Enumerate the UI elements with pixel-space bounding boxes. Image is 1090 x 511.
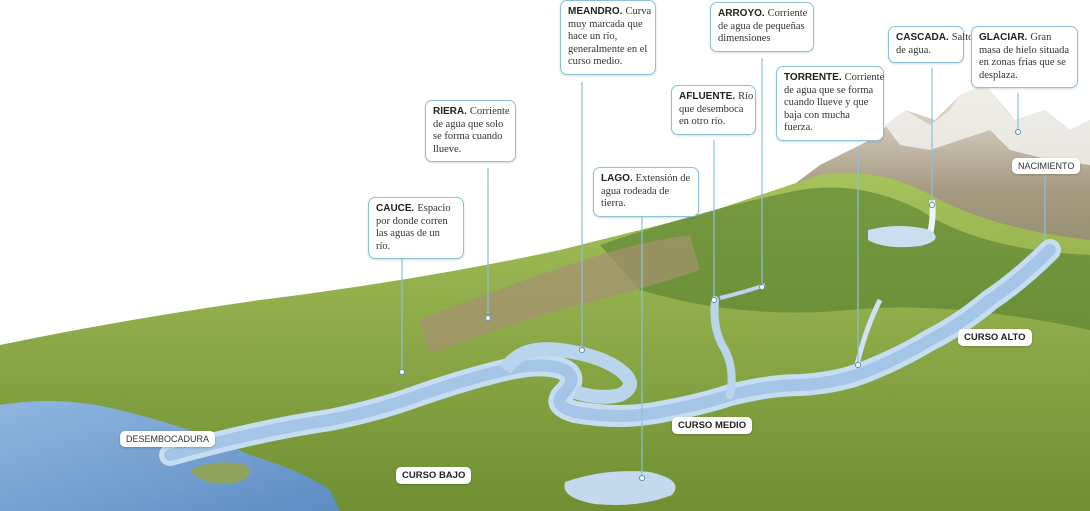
leader-dots <box>399 129 1021 481</box>
callout-text: Corriente de agua que solo se forma cuan… <box>433 106 510 155</box>
callout-text: Extensión de agua rodeada de tierra. <box>601 173 691 209</box>
callout-text: Gran masa de hielo situada en zonas fría… <box>979 32 1070 81</box>
callout-text: Curva muy marcada que hace un río, gener… <box>568 6 652 67</box>
callout-arroyo: ARROYO.Corriente de agua de pequeñas dim… <box>710 2 814 52</box>
callout-torrente: TORRENTE.Corriente de agua que se forma … <box>776 66 884 141</box>
callout-glaciar: GLACIAR.Gran masa de hielo situada en zo… <box>971 26 1078 88</box>
callout-text: Río que desemboca en otro río. <box>679 91 754 127</box>
callout-term: RIERA. <box>433 106 467 117</box>
label-desembocadura: DESEMBOCADURA <box>120 431 216 447</box>
callout-text: Corriente de agua de pequeñas dimensione… <box>718 8 808 44</box>
label-curso-alto: CURSO ALTO <box>958 329 1032 346</box>
callout-term: LAGO. <box>601 173 633 184</box>
callout-afluente: AFLUENTE.Río que desemboca en otro río. <box>671 85 756 135</box>
tributary <box>710 296 736 399</box>
callout-meandro: MEANDRO.Curva muy marcada que hace un rí… <box>560 0 656 75</box>
forest-hill <box>600 187 1090 330</box>
mountain-lake <box>868 226 936 248</box>
callout-lago: LAGO.Extensión de agua rodeada de tierra… <box>593 167 699 217</box>
callout-text: Espacio por donde corren las aguas de un… <box>376 203 451 252</box>
callout-text: Salto de agua. <box>896 32 974 56</box>
callout-term: CAUCE. <box>376 203 415 214</box>
islet <box>190 462 251 485</box>
gorge <box>420 235 700 355</box>
callout-term: ARROYO. <box>718 8 765 19</box>
label-nacimiento: NACIMIENTO <box>1012 158 1081 174</box>
callout-cascada: CASCADA.Salto de agua. <box>888 26 973 63</box>
callout-term: AFLUENTE. <box>679 91 736 102</box>
label-curso-bajo: CURSO BAJO <box>396 467 472 484</box>
callout-term: GLACIAR. <box>979 32 1028 43</box>
meander-loop <box>498 342 637 404</box>
label-curso-medio: CURSO MEDIO <box>672 417 753 434</box>
callout-cauce: CAUCE.Espacio por donde corren las aguas… <box>368 197 464 259</box>
callout-riera: RIERA.Corriente de agua que solo se form… <box>425 100 516 162</box>
callout-term: MEANDRO. <box>568 6 623 17</box>
snow-peaks <box>885 85 1090 165</box>
lake <box>564 471 676 505</box>
river-main-core <box>164 244 1056 461</box>
callout-term: CASCADA. <box>896 32 949 43</box>
leader-lines <box>401 58 1046 478</box>
callout-term: TORRENTE. <box>784 72 842 83</box>
callout-text: Corriente de agua que se forma cuando ll… <box>784 72 885 133</box>
